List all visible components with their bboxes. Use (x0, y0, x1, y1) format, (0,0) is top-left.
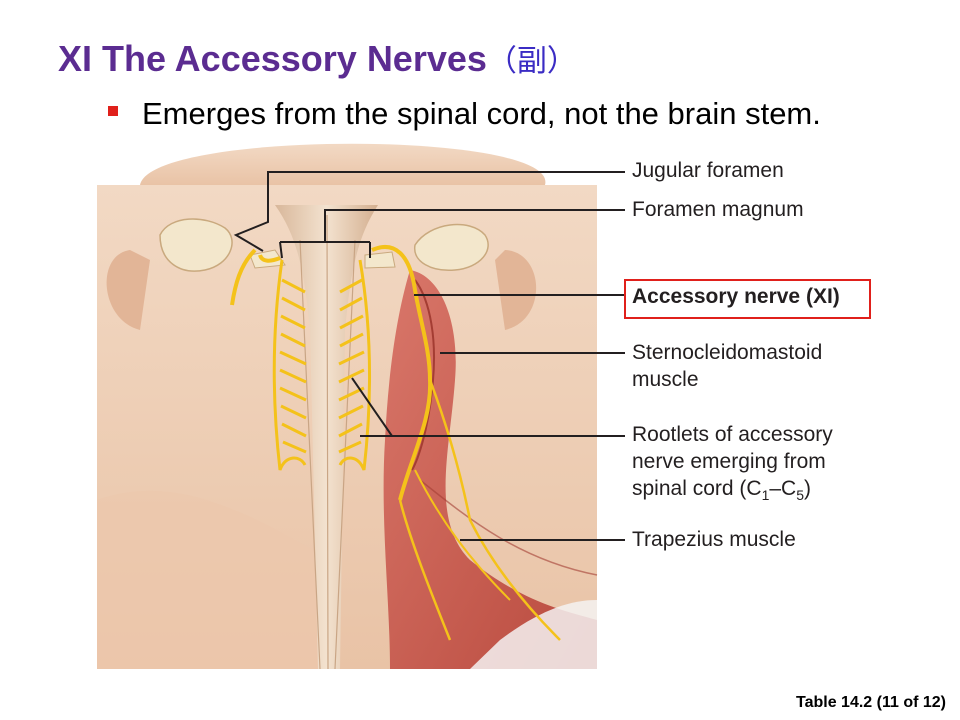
leader-jugular-foramen (233, 171, 625, 252)
slide-title-text: XI The Accessory Nerves (58, 38, 487, 79)
bullet-square-icon (108, 106, 118, 116)
label-trapezius: Trapezius muscle (632, 528, 796, 551)
accessory-nerve-trunks (230, 244, 561, 641)
label-rootlets: Rootlets of accessory nerve emerging fro… (632, 421, 833, 509)
label-foramen-magnum: Foramen magnum (632, 198, 804, 221)
label-scm-line2: muscle (632, 368, 699, 391)
skull-bone-sections (159, 218, 489, 272)
label-leader-lines (233, 171, 625, 541)
label-sternocleidomastoid: Sternocleidomastoid muscle (632, 339, 822, 393)
accessory-nerve-rootlets (272, 259, 372, 471)
head-neck-silhouette (97, 143, 597, 669)
rootlets-suffix: ) (804, 477, 812, 500)
rootlets-prefix: spinal cord (C (632, 477, 762, 500)
leader-rootlets (351, 377, 625, 437)
leader-foramen-magnum (279, 209, 625, 259)
label-rootlets-line2: nerve emerging from (632, 450, 826, 473)
slide-title-cjk: （副） (486, 44, 577, 79)
label-accessory-nerve: Accessory nerve (XI) (632, 285, 840, 308)
label-rootlets-line3: spinal cord (C1–C5) (632, 475, 833, 509)
label-jugular-foramen: Jugular foramen (632, 159, 784, 182)
bullet-item: Emerges from the spinal cord, not the br… (108, 96, 821, 132)
highlight-box (624, 279, 871, 319)
label-scm-line1: Sternocleidomastoid (632, 341, 823, 364)
rootlets-sub2: 5 (796, 487, 805, 504)
spinal-cord (275, 205, 378, 670)
label-rootlets-line1: Rootlets of accessory (632, 423, 833, 446)
rootlets-dash: –C (769, 477, 797, 500)
rootlets-sub1: 1 (761, 487, 770, 504)
slide-footer: Table 14.2 (11 of 12) (796, 694, 946, 711)
bullet-text: Emerges from the spinal cord, not the br… (142, 96, 821, 131)
slide-title: XI The Accessory Nerves（副） (58, 36, 577, 80)
